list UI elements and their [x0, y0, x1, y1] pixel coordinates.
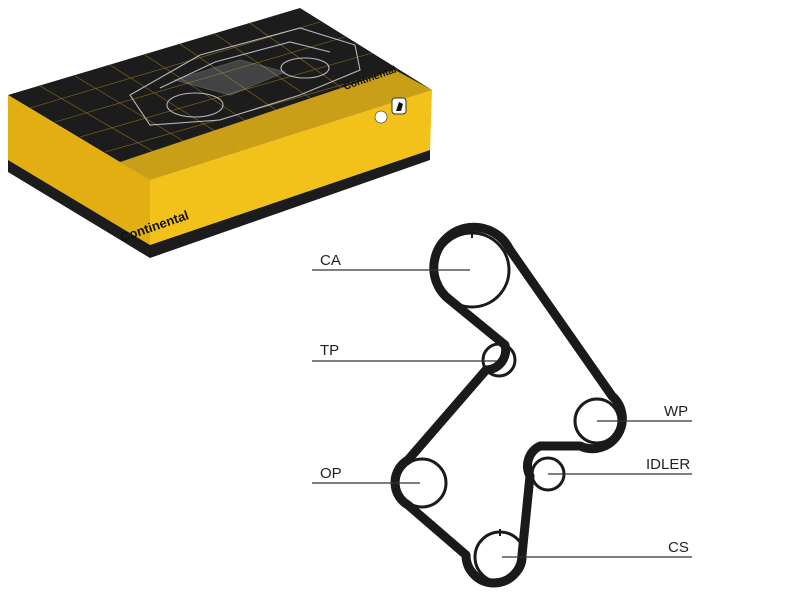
- timing-belt: [390, 222, 627, 588]
- label-cs: CS: [668, 539, 689, 556]
- label-ca: CA: [320, 252, 341, 269]
- pulley-tp: [481, 342, 517, 378]
- pulley-ca: [433, 231, 511, 309]
- label-wp: WP: [664, 403, 688, 420]
- car-illustration: [129, 27, 361, 126]
- label-idler: IDLER: [646, 456, 690, 473]
- box-side-face: [8, 95, 150, 245]
- label-op: OP: [320, 465, 342, 482]
- box-bottom-band: [150, 150, 430, 258]
- box-top-yellow: [120, 70, 432, 180]
- label-tp: TP: [320, 342, 339, 359]
- cert-badge-icon: [374, 110, 388, 124]
- box-front-face: [150, 90, 432, 245]
- product-box: Continental Continental: [8, 8, 432, 258]
- horse-icon: [391, 97, 407, 115]
- belt-diagram: CA TP OP WP IDLER CS: [312, 222, 692, 588]
- box-bottom-band-side: [8, 160, 150, 258]
- leader-lines: [312, 269, 692, 558]
